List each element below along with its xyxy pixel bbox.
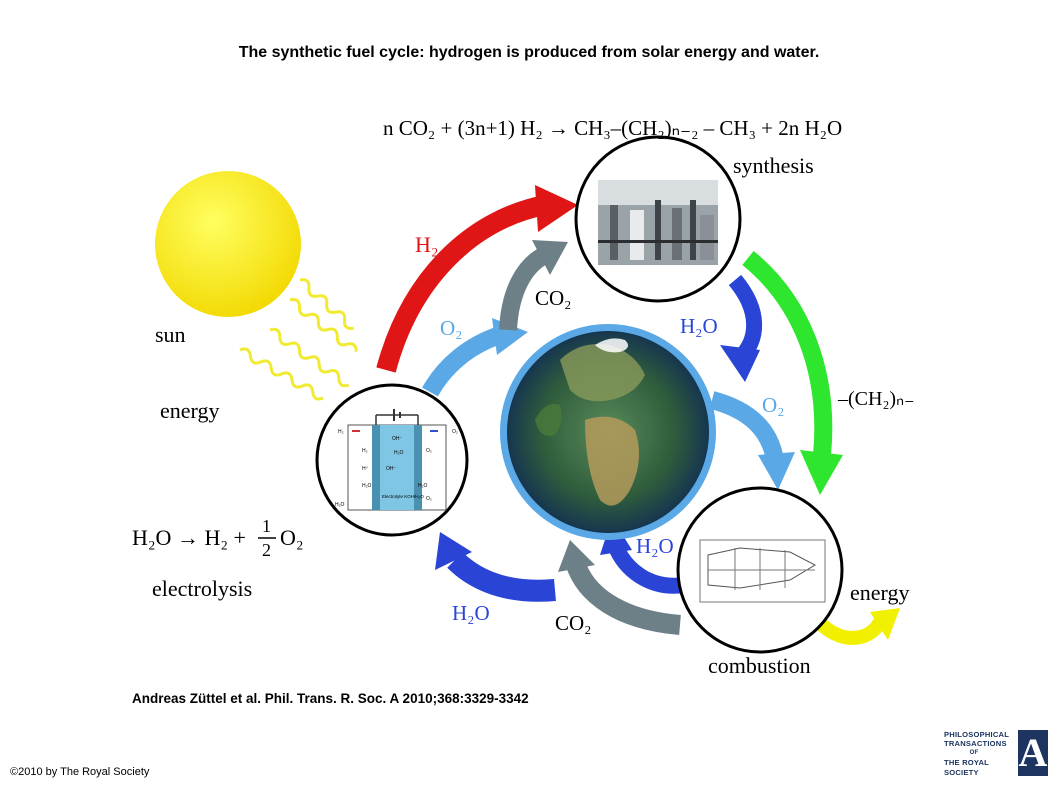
- electrolysis-cell: [315, 383, 469, 537]
- electrolysis-label: electrolysis: [152, 576, 252, 601]
- electrolysis-equation-left: H₂O → H₂ +: [132, 525, 246, 550]
- synthesis-label: synthesis: [733, 153, 814, 178]
- logo-line: THE ROYAL: [944, 758, 989, 768]
- co2-bottom-label: CO₂: [555, 611, 592, 635]
- h2-arrow: [376, 185, 578, 373]
- cell-center-item: H₂O: [394, 450, 404, 456]
- h2o-bottom-right-label: H₂O: [636, 534, 674, 558]
- cell-left-item: H₂O: [362, 483, 372, 489]
- synthesis-plant-image: [574, 135, 742, 303]
- cell-right-item: O₂: [426, 448, 432, 454]
- o2-right-label: O₂: [762, 393, 785, 417]
- electrolysis-equation-numerator: 1: [262, 516, 271, 536]
- sun-label: sun: [155, 322, 186, 347]
- page-title: The synthetic fuel cycle: hydrogen is pr…: [238, 44, 820, 61]
- cell-left-item: H⁺: [362, 466, 369, 472]
- h2o-bottom-label: H₂O: [452, 601, 490, 625]
- logo-line: OF: [969, 749, 979, 756]
- cell-right-item: H₂O: [418, 483, 428, 489]
- cell-left-item: H₂O: [335, 502, 345, 508]
- cell-right-item: O₂: [426, 496, 432, 502]
- cell-electrolyte: Electrolyte KOH/H₂O: [382, 494, 424, 499]
- turbine-engine-image: [676, 486, 844, 654]
- copyright: ©2010 by The Royal Society: [10, 766, 150, 778]
- energy-left-label: energy: [160, 398, 219, 423]
- electrolysis-equation-right: O₂: [280, 525, 304, 550]
- co2-arrow-bottom: [558, 540, 681, 635]
- o2-left-label: O₂: [440, 316, 463, 340]
- h2-label: H₂: [415, 232, 439, 257]
- ch2-label: –(CH₂)ₙ₋: [837, 388, 915, 410]
- logo-line: SOCIETY: [944, 767, 979, 777]
- cell-center-item: OH⁻: [386, 466, 397, 472]
- sun-icon: [155, 171, 301, 317]
- cell-left-item: H₂: [362, 448, 368, 454]
- logo-line: TRANSACTIONS: [944, 739, 1007, 749]
- co2-top-label: CO₂: [535, 286, 572, 310]
- cell-center-item: OH⁻: [392, 436, 403, 442]
- h2o-top-label: H₂O: [680, 314, 718, 338]
- fuel-arrow: [742, 251, 843, 495]
- earth-image: [500, 324, 716, 540]
- combustion-label: combustion: [708, 653, 811, 678]
- journal-logo: PHILOSOPHICAL TRANSACTIONS OF THE ROYAL …: [944, 730, 1048, 778]
- citation: Andreas Züttel et al. Phil. Trans. R. So…: [132, 691, 529, 706]
- energy-arrow-right: [817, 608, 900, 645]
- logo-line: PHILOSOPHICAL: [944, 730, 1010, 739]
- h2o-arrow-top: [720, 274, 763, 382]
- synthesis-equation: n CO₂ + (3n+1) H₂ → CH₃–(CH₂)ₙ₋₂ – CH₃ +…: [383, 116, 842, 140]
- o2-arrow-right: [709, 391, 795, 490]
- cell-right-item: O₂: [452, 429, 458, 435]
- co2-arrow-top: [499, 240, 568, 331]
- cell-left-item: H₂: [338, 429, 344, 435]
- h2o-arrow-bottom: [435, 532, 556, 602]
- sun-rays: [239, 278, 358, 401]
- energy-right-label: energy: [850, 580, 909, 605]
- electrolysis-equation-denominator: 2: [262, 540, 271, 560]
- logo-letter: A: [1018, 730, 1048, 776]
